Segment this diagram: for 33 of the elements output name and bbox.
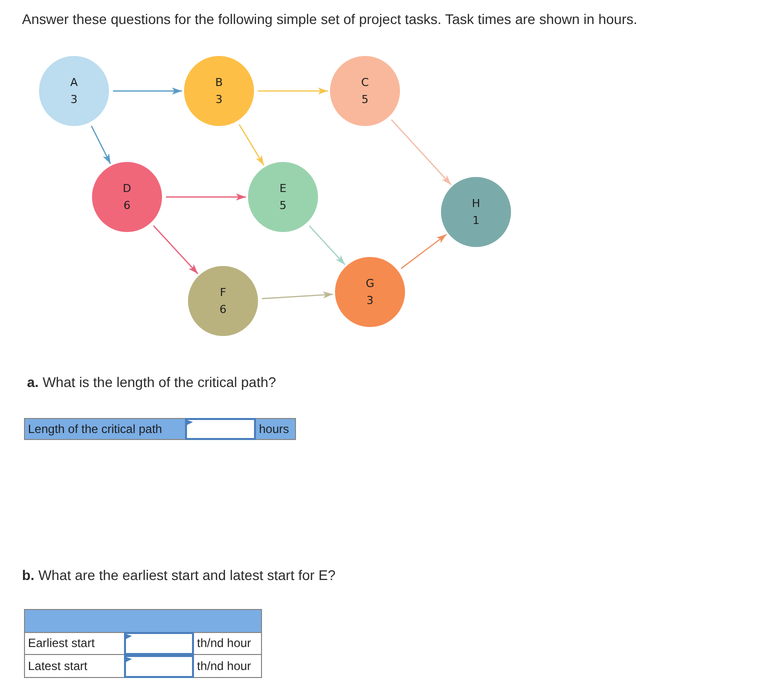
- arrow: [308, 225, 346, 266]
- arrow: [153, 225, 198, 274]
- unit-label: hours: [255, 418, 296, 440]
- task-letter: C: [361, 75, 369, 91]
- unit-label: th/nd hour: [193, 654, 262, 678]
- task-duration: 6: [220, 302, 226, 318]
- task-duration: 3: [366, 293, 374, 309]
- arrow: [390, 119, 452, 186]
- arrow: [262, 291, 334, 300]
- row-label: Latest start: [24, 654, 125, 678]
- task-letter: B: [215, 75, 223, 91]
- arrow: [166, 194, 246, 200]
- task-letter: E: [280, 181, 286, 197]
- task-letter: D: [122, 181, 132, 197]
- arrow: [238, 124, 264, 166]
- task-duration: 5: [362, 92, 368, 108]
- task-duration: 6: [124, 198, 130, 214]
- task-duration: 1: [472, 213, 480, 229]
- question-text: a. What is the length of the critical path?: [27, 373, 276, 391]
- task-letter: A: [70, 75, 78, 91]
- instructions-text: Answer these questions for the following simple set of project tasks. Task times are shown in hours.: [22, 10, 638, 28]
- arrow: [113, 88, 182, 94]
- task-duration: 3: [70, 92, 78, 108]
- task-letter: F: [220, 285, 226, 301]
- task-letter: H: [472, 196, 480, 212]
- arrow: [400, 234, 447, 269]
- arrow: [90, 126, 112, 164]
- row-label: Length of the critical path: [24, 418, 186, 440]
- task-duration: 3: [216, 92, 222, 108]
- arrow: [258, 88, 328, 94]
- task-duration: 5: [280, 198, 286, 214]
- question-text: b. What are the earliest start and latest start for E?: [22, 566, 336, 584]
- task-letter: G: [366, 276, 374, 292]
